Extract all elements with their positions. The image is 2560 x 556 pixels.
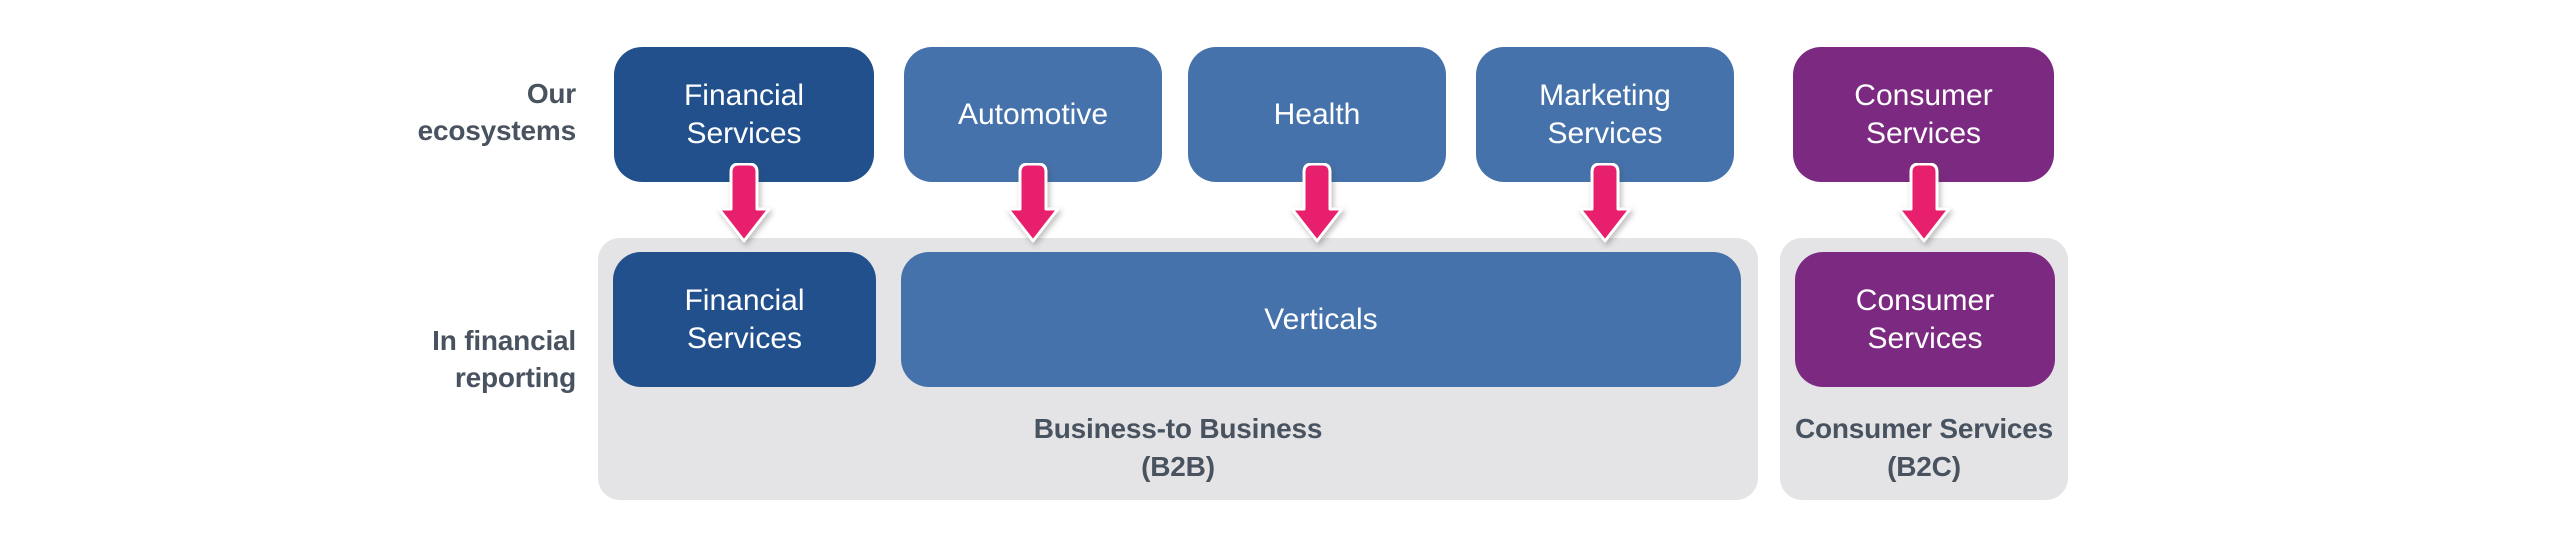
b2c-caption: Consumer Services (B2C) <box>1780 410 2068 486</box>
b2b-caption-line: (B2B) <box>1141 451 1215 482</box>
row-label-in-financial-reporting: In financial reporting <box>156 322 576 396</box>
b2b-caption: Business-to Business (B2B) <box>598 410 1758 486</box>
ecosystem-box-marketing-services: Marketing Services <box>1476 47 1734 182</box>
row-label-line: Our <box>526 78 576 109</box>
b2c-caption-line: Consumer Services <box>1794 413 2054 444</box>
row-label-line: ecosystems <box>417 115 577 146</box>
down-arrow-icon <box>1897 163 1951 243</box>
b2c-caption-line: (B2C) <box>1887 451 1961 482</box>
down-arrow-icon <box>1290 163 1344 243</box>
b2b-caption-line: Business-to Business <box>1033 413 1323 444</box>
down-arrow-icon <box>1006 163 1060 243</box>
down-arrow-icon <box>717 163 771 243</box>
ecosystem-box-consumer-services: Consumer Services <box>1793 47 2054 182</box>
reporting-box-financial-services: Financial Services <box>613 252 876 387</box>
reporting-box-verticals: Verticals <box>901 252 1741 387</box>
ecosystem-box-health: Health <box>1188 47 1446 182</box>
row-label-line: In financial <box>432 325 576 356</box>
reporting-box-consumer-services: Consumer Services <box>1795 252 2055 387</box>
row-label-our-ecosystems: Our ecosystems <box>156 75 577 149</box>
ecosystem-box-financial-services: Financial Services <box>614 47 874 182</box>
ecosystem-box-automotive: Automotive <box>904 47 1162 182</box>
down-arrow-icon <box>1578 163 1632 243</box>
row-label-line: reporting <box>454 362 576 393</box>
